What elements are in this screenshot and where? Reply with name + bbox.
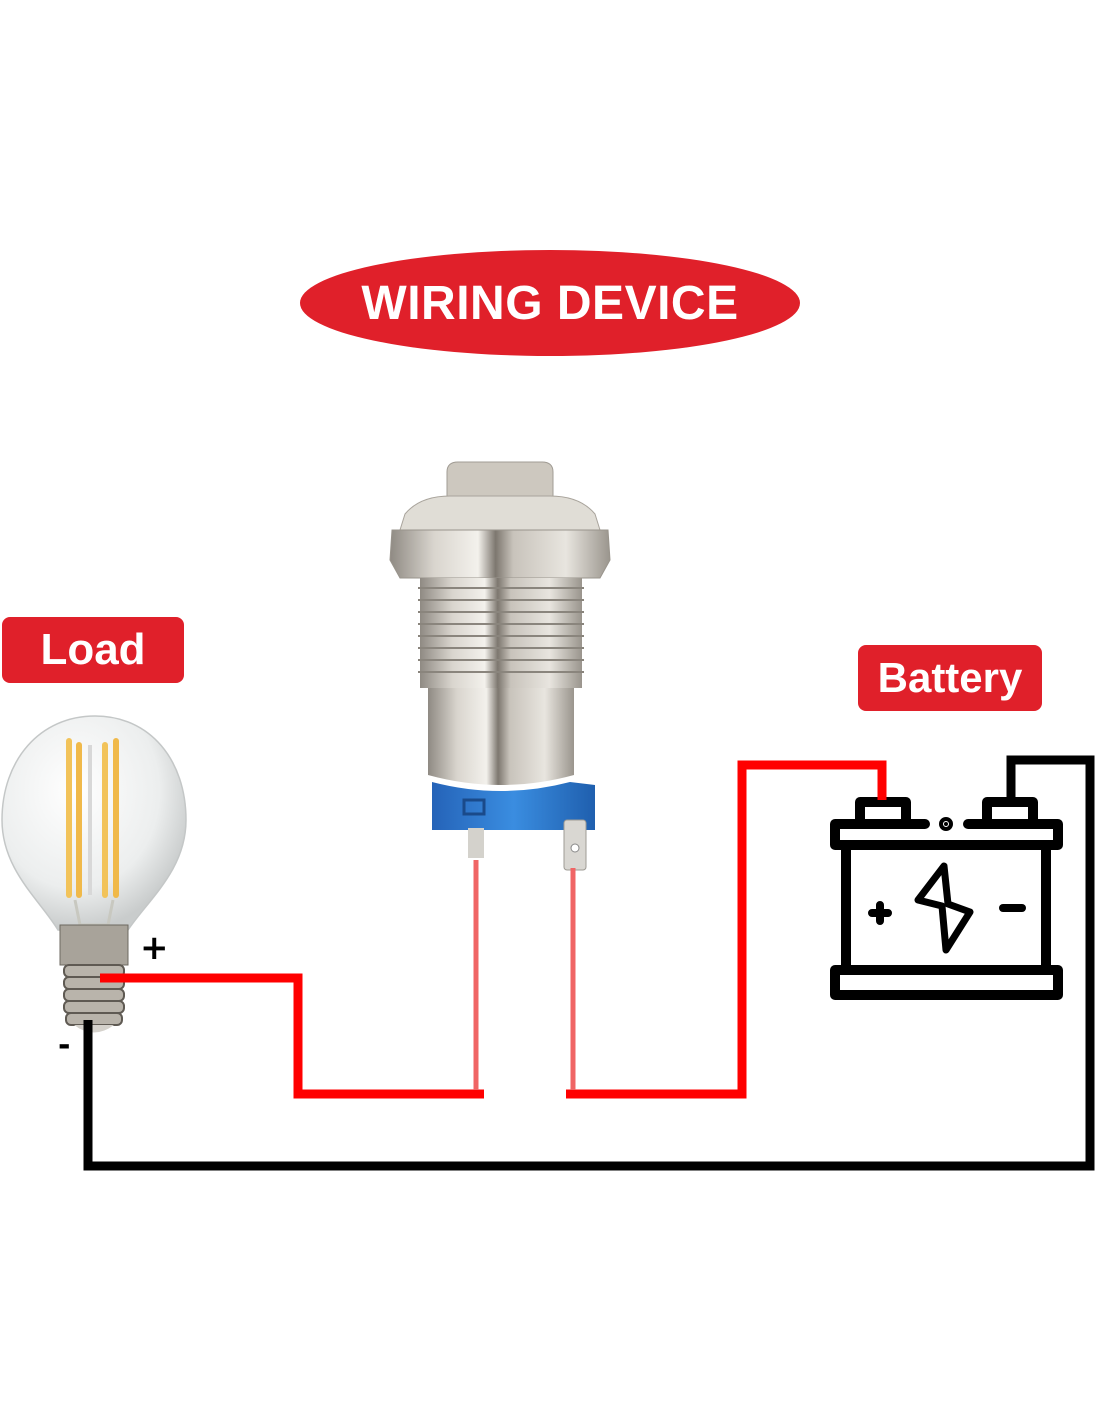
battery-label: Battery xyxy=(858,645,1042,711)
battery-label-text: Battery xyxy=(877,654,1023,701)
load-label: Load xyxy=(2,617,184,683)
load-negative-sign: - xyxy=(58,1028,71,1063)
positive-wire-load-to-switch xyxy=(100,860,484,1099)
load-label-text: Load xyxy=(40,625,146,674)
push-button-switch-icon xyxy=(389,461,611,871)
positive-wire-switch-to-battery xyxy=(566,760,887,1099)
load-positive-sign: + xyxy=(140,928,169,968)
light-bulb-icon xyxy=(1,715,187,1033)
negative-wire-battery-to-load xyxy=(83,755,1095,1171)
title-banner: WIRING DEVICE xyxy=(300,250,800,356)
battery-icon xyxy=(830,797,1063,1000)
title-text: WIRING DEVICE xyxy=(361,276,739,330)
